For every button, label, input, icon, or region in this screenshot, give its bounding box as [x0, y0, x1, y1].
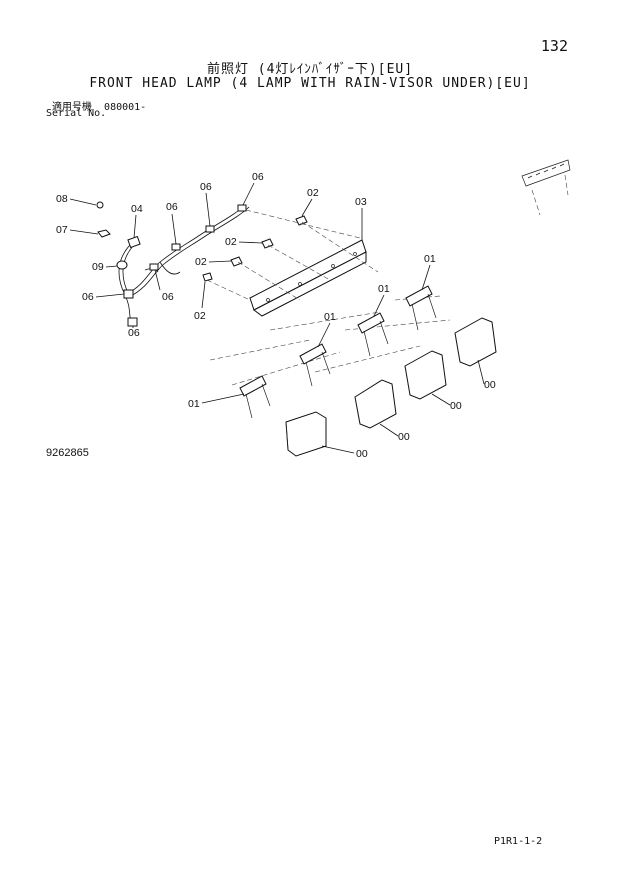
callout-08: 08: [56, 193, 68, 205]
callout-03: 03: [355, 196, 367, 208]
callout-07: 07: [56, 224, 68, 236]
serial-value: 080001-: [104, 102, 147, 113]
machine-location-icon: [521, 159, 571, 216]
callout-06-f: 06: [252, 171, 264, 183]
serial-label-jp: 適用号機: [52, 102, 92, 113]
callout-02-d: 02: [194, 310, 206, 322]
sheet-code: P1R1-1-2: [494, 836, 543, 847]
callout-00-a: 00: [484, 379, 496, 391]
page-title-english: FRONT HEAD LAMP (4 LAMP WITH RAIN-VISOR …: [89, 76, 531, 91]
callout-01-c: 01: [324, 311, 336, 323]
head-lamps: [285, 317, 497, 457]
callout-06-d: 06: [166, 201, 178, 213]
callout-01-d: 01: [188, 398, 200, 410]
callout-01-a: 01: [424, 253, 436, 265]
callout-06-b: 06: [128, 327, 140, 339]
callout-04: 04: [131, 203, 143, 215]
callout-02-c: 02: [195, 256, 207, 268]
drawing-number: 9262865: [46, 447, 89, 459]
callout-02-a: 02: [307, 187, 319, 199]
lamp-stays: [239, 285, 437, 419]
callout-09: 09: [92, 261, 104, 273]
mounting-bracket: [249, 239, 367, 317]
serial-range: 適用号機 080001-: [52, 98, 146, 113]
bolt-parts: [202, 215, 308, 282]
callout-labels: 08 07 04 09 06 06 06 06 06 06 02 02 02 0…: [56, 171, 496, 460]
callout-00-c: 00: [398, 431, 410, 443]
page-title-japanese: 前照灯 (4灯ﾚｲﾝﾊﾞｲｻﾞｰ下)[EU]: [206, 62, 414, 77]
callout-06-e: 06: [200, 181, 212, 193]
callout-00-d: 00: [356, 448, 368, 460]
callout-01-b: 01: [378, 283, 390, 295]
serial-label-en: Serial No.: [46, 108, 107, 119]
callout-06-a: 06: [82, 291, 94, 303]
callout-02-b: 02: [225, 236, 237, 248]
callout-00-b: 00: [450, 400, 462, 412]
page-number: 132: [540, 37, 568, 55]
callout-06-c: 06: [162, 291, 174, 303]
